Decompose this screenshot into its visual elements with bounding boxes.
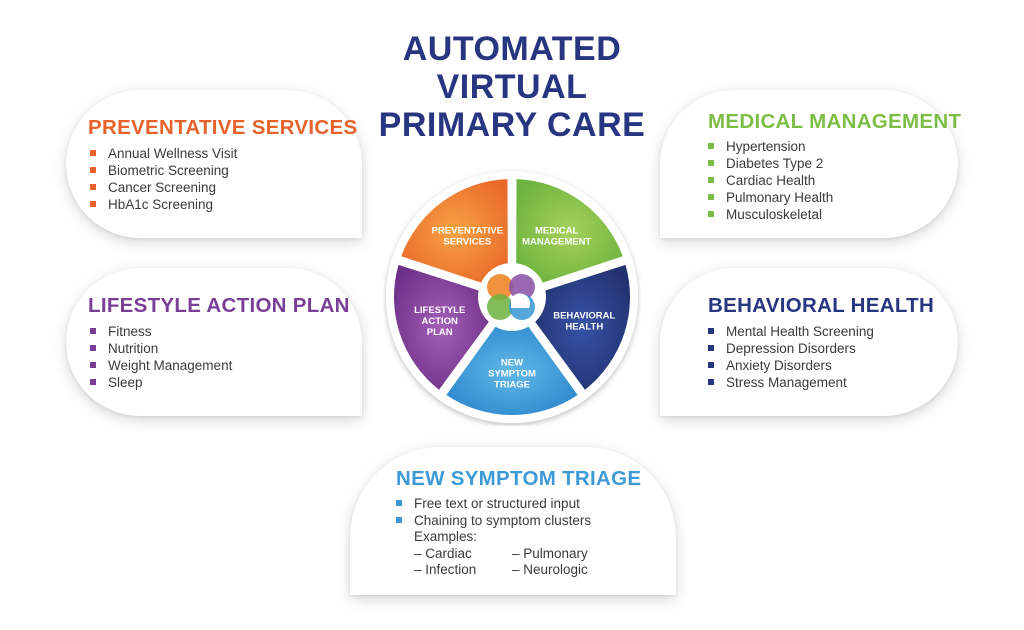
wheel-segment-behavioral (535, 264, 630, 390)
list-item: Cardiac Health (708, 172, 833, 189)
list-item: Free text or structured input (396, 495, 591, 512)
wheel-segment-preventative (401, 179, 508, 283)
lifestyle-action-plan-list: Fitness Nutrition Weight Management Slee… (90, 323, 232, 391)
bullet-square-icon (90, 328, 96, 334)
bullet-square-icon (396, 500, 402, 506)
wheel-segment-medical (516, 179, 623, 283)
lifestyle-action-plan-title: LIFESTYLE ACTION PLAN (88, 294, 350, 317)
wheel-label-triage: TRIAGE (494, 380, 530, 391)
behavioral-health-card: BEHAVIORAL HEALTH Mental Health Screenin… (660, 268, 958, 416)
bullet-square-icon (90, 150, 96, 156)
list-item: HbA1c Screening (90, 196, 237, 213)
wheel-label-preventative: SERVICES (443, 237, 491, 248)
new-symptom-triage-card: NEW SYMPTOM TRIAGE Free text or structur… (350, 447, 676, 595)
list-item: Depression Disorders (708, 340, 874, 357)
list-item: Anxiety Disorders (708, 357, 874, 374)
list-item: Stress Management (708, 374, 874, 391)
title-line-2: VIRTUAL (436, 68, 588, 106)
page-title: AUTOMATED VIRTUAL PRIMARY CARE (370, 30, 654, 144)
bullet-square-icon (708, 328, 714, 334)
example-item: – Infection (414, 562, 477, 577)
wheel-segment-lifestyle (394, 264, 489, 390)
example-item: – Cardiac (414, 546, 472, 561)
list-item: Hypertension (708, 138, 833, 155)
title-line-1: AUTOMATED (402, 30, 622, 68)
medical-management-card: MEDICAL MANAGEMENT Hypertension Diabetes… (660, 90, 962, 238)
bullet-square-icon (708, 160, 714, 166)
behavioral-health-list: Mental Health Screening Depression Disor… (708, 323, 874, 391)
preventative-services-list: Annual Wellness Visit Biometric Screenin… (90, 145, 237, 213)
bullet-square-icon (90, 201, 96, 207)
center-logo-icon (487, 274, 535, 320)
list-item: Sleep (90, 374, 232, 391)
wheel-label-triage: NEW (501, 358, 523, 369)
new-symptom-triage-title: NEW SYMPTOM TRIAGE (396, 467, 642, 490)
list-item: Mental Health Screening (708, 323, 874, 340)
list-item: Weight Management (90, 357, 232, 374)
example-item: – Neurologic (512, 562, 588, 577)
bullet-square-icon (708, 143, 714, 149)
bullet-square-icon (396, 517, 402, 523)
wheel-label-lifestyle: LIFESTYLE (414, 305, 465, 316)
bullet-square-icon (90, 362, 96, 368)
bullet-square-icon (708, 211, 714, 217)
wheel-label-triage: SYMPTOM (488, 369, 536, 380)
example-item: – Pulmonary (512, 546, 588, 561)
wheel-label-behavioral: HEALTH (565, 321, 603, 332)
list-item: Chaining to symptom clusters (396, 512, 591, 529)
list-item: Cancer Screening (90, 179, 237, 196)
bullet-square-icon (708, 194, 714, 200)
medical-management-list: Hypertension Diabetes Type 2 Cardiac Hea… (708, 138, 833, 223)
wheel-label-lifestyle: PLAN (427, 327, 453, 338)
bullet-square-icon (90, 345, 96, 351)
examples-label: Examples: (414, 529, 478, 544)
bullet-square-icon (708, 177, 714, 183)
wheel-label-medical: MANAGEMENT (522, 237, 591, 248)
bullet-square-icon (708, 345, 714, 351)
list-item: Biometric Screening (90, 162, 237, 179)
bullet-square-icon (90, 167, 96, 173)
new-symptom-triage-list: Free text or structured input Chaining t… (396, 495, 591, 529)
bullet-square-icon (90, 379, 96, 385)
wheel-label-medical: MEDICAL (535, 226, 578, 237)
title-line-3: PRIMARY CARE (378, 106, 646, 144)
medical-management-title: MEDICAL MANAGEMENT (708, 110, 962, 133)
lifestyle-action-plan-card: LIFESTYLE ACTION PLAN Fitness Nutrition … (66, 268, 362, 416)
wheel-segment-triage (446, 326, 578, 415)
wheel-label-lifestyle: ACTION (422, 316, 459, 327)
list-item: Nutrition (90, 340, 232, 357)
bullet-square-icon (708, 379, 714, 385)
list-item: Musculoskeletal (708, 206, 833, 223)
wheel-label-preventative: PREVENTATIVE (432, 226, 503, 237)
list-item: Pulmonary Health (708, 189, 833, 206)
list-item: Diabetes Type 2 (708, 155, 833, 172)
list-item: Annual Wellness Visit (90, 145, 237, 162)
bullet-square-icon (90, 184, 96, 190)
preventative-services-title: PREVENTATIVE SERVICES (88, 116, 358, 139)
behavioral-health-title: BEHAVIORAL HEALTH (708, 294, 935, 317)
wheel-label-behavioral: BEHAVIORAL (553, 310, 615, 321)
bullet-square-icon (708, 362, 714, 368)
preventative-services-card: PREVENTATIVE SERVICES Annual Wellness Vi… (66, 90, 362, 238)
list-item: Fitness (90, 323, 232, 340)
